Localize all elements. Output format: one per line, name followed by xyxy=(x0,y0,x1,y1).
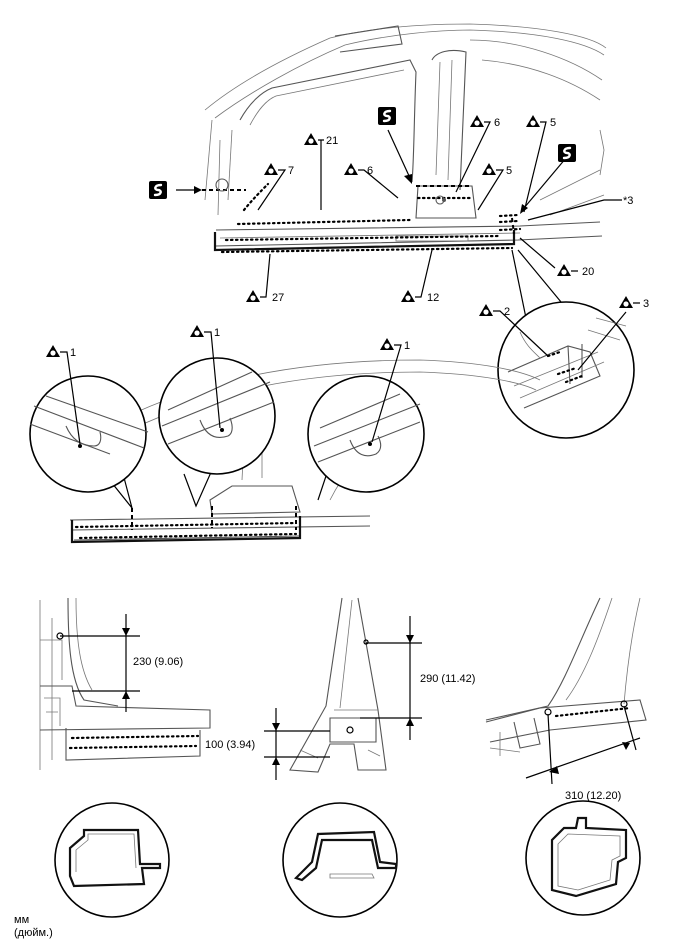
svg-text:1: 1 xyxy=(214,327,220,339)
callout-6-bpillar: 6 xyxy=(455,115,500,193)
callout-1-right: 1 xyxy=(371,338,410,443)
dim-290: 290 (11.42) xyxy=(360,616,475,740)
dim-100: 100 (3.94) xyxy=(205,708,330,780)
center-cut-view xyxy=(289,597,387,773)
rear-sill-detail xyxy=(497,249,635,439)
svg-text:290 (11.42): 290 (11.42) xyxy=(420,673,475,685)
svg-text:2: 2 xyxy=(504,306,510,318)
svg-text:310 (12.20): 310 (12.20) xyxy=(565,790,621,802)
callout-5-lower: 5 xyxy=(477,163,512,211)
callout-3: 3 xyxy=(577,296,649,371)
svg-text:6: 6 xyxy=(494,117,500,129)
detail-circle-middle xyxy=(158,357,276,508)
cut-icon-rear xyxy=(556,142,578,164)
svg-text:12: 12 xyxy=(427,292,439,304)
dim-310: 310 (12.20) xyxy=(525,705,641,802)
callout-12: 12 xyxy=(401,249,439,304)
callout-2: 2 xyxy=(479,304,549,357)
svg-text:5: 5 xyxy=(506,165,512,177)
units-mm: мм xyxy=(14,914,30,926)
svg-text:*3: *3 xyxy=(623,195,633,207)
section-circle-right xyxy=(525,800,641,916)
svg-text:3: 3 xyxy=(643,298,649,310)
callout-21: 21 xyxy=(304,133,338,210)
svg-text:1: 1 xyxy=(404,340,410,352)
svg-text:5: 5 xyxy=(550,117,556,129)
units-label: мм (дюйм.) xyxy=(14,914,53,940)
svg-text:7: 7 xyxy=(288,165,294,177)
callout-1-middle: 1 xyxy=(190,325,221,429)
dim-230: 230 (9.06) xyxy=(60,614,183,712)
front-cut-view xyxy=(39,597,211,770)
svg-text:6: 6 xyxy=(367,165,373,177)
svg-text:100 (3.94): 100 (3.94) xyxy=(205,739,255,751)
callout-star3: *3 xyxy=(527,195,633,221)
section-circle-middle xyxy=(282,802,398,918)
callout-27: 27 xyxy=(246,253,284,304)
cut-icon-front xyxy=(147,179,169,201)
units-inch: (дюйм.) xyxy=(14,927,53,939)
callout-1-left: 1 xyxy=(46,345,81,445)
callout-6-front: 6 xyxy=(344,163,399,199)
svg-text:20: 20 xyxy=(582,266,594,278)
detail-circle-right xyxy=(307,375,425,501)
section-circle-left xyxy=(54,802,170,918)
svg-text:27: 27 xyxy=(272,292,284,304)
rear-cut-view xyxy=(485,597,647,756)
svg-text:1: 1 xyxy=(70,347,76,359)
detail-circle-left xyxy=(29,375,149,509)
callout-20: 20 xyxy=(519,237,594,278)
svg-text:21: 21 xyxy=(326,135,338,147)
callout-5-upper: 5 xyxy=(523,115,556,213)
svg-text:230 (9.06): 230 (9.06) xyxy=(133,656,183,668)
callout-7: 7 xyxy=(257,163,294,211)
side-body-main-view xyxy=(176,23,607,254)
cut-icon-center xyxy=(376,105,398,127)
